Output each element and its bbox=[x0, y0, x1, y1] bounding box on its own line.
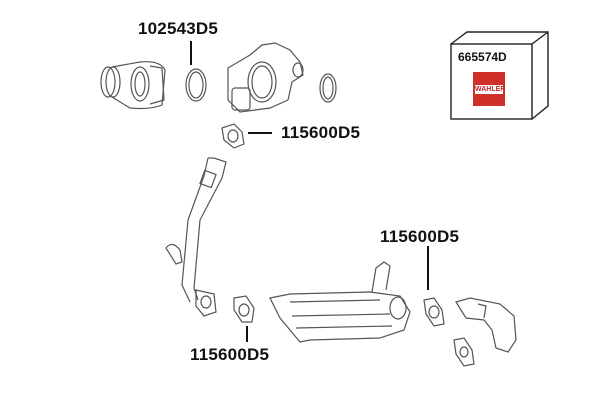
egr-cooler bbox=[269, 261, 411, 343]
part-label-115600D5-right: 115600D5 bbox=[380, 227, 460, 246]
ring-gasket-left bbox=[185, 68, 207, 102]
leader-lines bbox=[190, 41, 429, 342]
egr-valve bbox=[227, 42, 304, 113]
wahler-logo: WAHLER bbox=[473, 72, 505, 106]
elbow-pipe bbox=[455, 297, 517, 353]
brand-name: WAHLER bbox=[475, 85, 506, 94]
flange-gasket-elbow bbox=[453, 337, 475, 367]
flange-gasket-right bbox=[423, 297, 445, 327]
throttle-body bbox=[100, 61, 166, 110]
kit-box bbox=[450, 31, 549, 120]
flange-gasket-top bbox=[221, 123, 245, 149]
egr-pipe bbox=[165, 157, 227, 317]
part-label-115600D5-bottom: 115600D5 bbox=[190, 345, 270, 364]
part-label-115600D5-top: 115600D5 bbox=[281, 123, 361, 142]
ring-gasket-right bbox=[319, 73, 337, 103]
part-label-102543D5: 102543D5 bbox=[138, 19, 219, 38]
flange-gasket-bottom bbox=[233, 295, 255, 323]
kit-part-number: 665574D bbox=[458, 50, 507, 64]
